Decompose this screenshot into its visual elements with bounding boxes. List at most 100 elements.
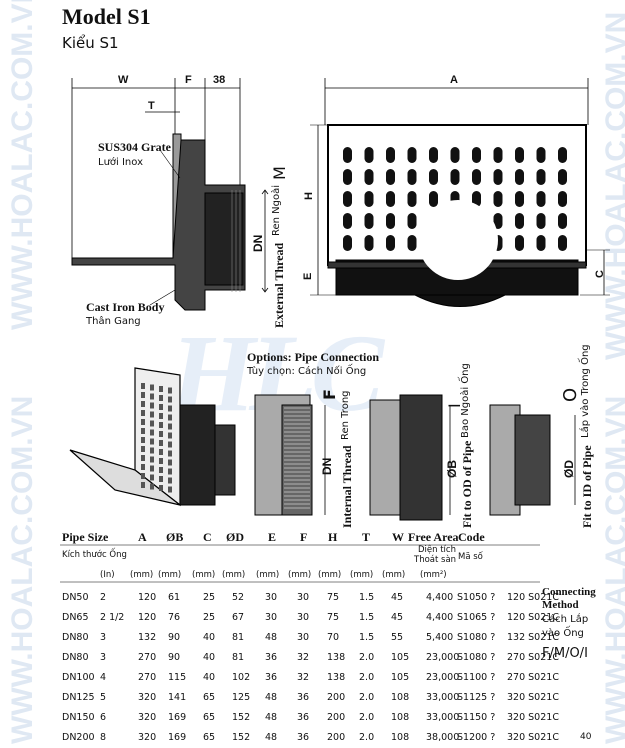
grate-slot bbox=[536, 213, 546, 229]
grate-slot bbox=[515, 191, 524, 207]
cell-c: 25 bbox=[203, 592, 216, 603]
iso-grate-slot bbox=[168, 486, 172, 493]
iso-grate-slot bbox=[141, 446, 145, 452]
cell-area: 23,000 bbox=[426, 652, 460, 663]
cell-b: 169 bbox=[168, 732, 187, 743]
cell-in: 8 bbox=[100, 732, 107, 743]
cell-d: 152 bbox=[232, 712, 251, 723]
grate-slot bbox=[386, 191, 395, 207]
iso-grate-slot bbox=[150, 474, 154, 481]
side-note-2: Method bbox=[542, 599, 579, 611]
cell-a: 320 bbox=[138, 692, 157, 703]
cell-w: 45 bbox=[391, 612, 404, 623]
dim-m: M bbox=[270, 166, 289, 180]
unit-area: (mm²) bbox=[420, 570, 447, 580]
iso-grate-slot bbox=[168, 459, 172, 466]
unit-h: (mm) bbox=[318, 570, 342, 580]
option-f-code: F bbox=[320, 389, 339, 400]
cell-b: 90 bbox=[168, 632, 181, 643]
unit-in: (In) bbox=[100, 570, 115, 580]
cell-b: 76 bbox=[168, 612, 181, 623]
side-note-4: vào Ống bbox=[542, 628, 584, 639]
cell-t: 2.0 bbox=[359, 652, 375, 663]
iso-grate-slot bbox=[141, 419, 145, 425]
iso-grate-slot bbox=[168, 477, 172, 484]
grate-slot bbox=[536, 147, 546, 163]
grate-slot bbox=[429, 191, 438, 207]
th-f: F bbox=[300, 530, 308, 544]
option-f-dim: DN bbox=[320, 457, 334, 475]
th-h: H bbox=[328, 530, 338, 544]
cell-code1: S1125 ? bbox=[457, 692, 496, 703]
cell-e: 36 bbox=[265, 652, 278, 663]
iso-grate-slot bbox=[141, 383, 145, 389]
iso-grate-slot bbox=[141, 455, 145, 461]
cell-code2: 320 S021C bbox=[507, 732, 559, 743]
cell-w: 108 bbox=[391, 732, 410, 743]
cell-code2: 320 S021C bbox=[507, 712, 559, 723]
cell-in: 4 bbox=[100, 672, 107, 683]
unit-e: (mm) bbox=[256, 570, 280, 580]
cell-code1: S1200 ? bbox=[457, 732, 496, 743]
option-i-drawing bbox=[369, 394, 451, 521]
iso-grate-slot bbox=[168, 387, 172, 394]
iso-grate-slot bbox=[159, 458, 163, 464]
cell-b: 90 bbox=[168, 652, 181, 663]
cell-f: 30 bbox=[297, 592, 310, 603]
cell-code1: S1065 ? bbox=[457, 612, 496, 623]
th-pipe-vi: Kích thước Ống bbox=[62, 550, 127, 560]
grate-slot bbox=[450, 147, 460, 163]
iso-grate-slot bbox=[150, 402, 154, 409]
cell-in: 6 bbox=[100, 712, 107, 723]
cell-e: 48 bbox=[265, 632, 278, 643]
cell-code2: 120 S021C bbox=[507, 592, 559, 603]
cell-a: 132 bbox=[138, 632, 157, 643]
cell-d: 81 bbox=[232, 652, 245, 663]
iso-grate-slot bbox=[150, 420, 154, 427]
cell-dn: DN100 bbox=[62, 672, 95, 683]
side-note-5: F/M/O/I bbox=[542, 646, 588, 661]
grate-slot bbox=[472, 191, 481, 207]
cell-c: 40 bbox=[203, 652, 216, 663]
cell-b: 61 bbox=[168, 592, 181, 603]
cell-code2: 132 S021C bbox=[507, 632, 559, 643]
grate-slot bbox=[343, 191, 352, 207]
th-area-vi1: Diện tích bbox=[418, 545, 456, 555]
cell-d: 125 bbox=[232, 692, 251, 703]
cell-area: 23,000 bbox=[426, 672, 460, 683]
grate-slot bbox=[515, 235, 524, 251]
iso-grate-slot bbox=[159, 395, 163, 401]
grate-slot bbox=[493, 147, 503, 163]
option-o-code: O bbox=[560, 387, 581, 402]
grate-slot bbox=[536, 169, 546, 185]
iso-view-drawing bbox=[69, 367, 236, 507]
cell-h: 200 bbox=[327, 692, 346, 703]
cell-w: 108 bbox=[391, 712, 410, 723]
cell-e: 30 bbox=[265, 612, 278, 623]
dim-a: A bbox=[450, 74, 458, 86]
cell-code1: S1080 ? bbox=[457, 632, 496, 643]
option-i-label-vi: Bao Ngoài Ống bbox=[460, 363, 471, 438]
cell-t: 1.5 bbox=[359, 592, 375, 603]
iso-grate-slot bbox=[168, 441, 172, 448]
dim-dn: DN bbox=[251, 234, 265, 252]
cell-code2: 270 S021C bbox=[507, 652, 559, 663]
cell-e: 48 bbox=[265, 692, 278, 703]
grate-slot bbox=[364, 169, 374, 185]
side-note-1: Connecting bbox=[542, 586, 596, 598]
cell-a: 270 bbox=[138, 672, 157, 683]
cell-code1: S1100 ? bbox=[457, 672, 496, 683]
iso-grate-slot bbox=[168, 450, 172, 457]
th-w: W bbox=[392, 530, 404, 544]
grate-slot bbox=[429, 147, 438, 163]
iso-grate-slot bbox=[141, 392, 145, 398]
unit-t: (mm) bbox=[350, 570, 374, 580]
page-subtitle: Kiểu S1 bbox=[62, 34, 119, 52]
thread-label-vi: Ren Ngoài bbox=[271, 184, 282, 236]
grate-slot bbox=[515, 213, 524, 229]
cell-f: 36 bbox=[297, 692, 310, 703]
iso-grate-slot bbox=[150, 465, 154, 472]
option-o-label: Fit to ID of Pipe bbox=[580, 445, 594, 528]
grate-slot bbox=[536, 235, 546, 251]
